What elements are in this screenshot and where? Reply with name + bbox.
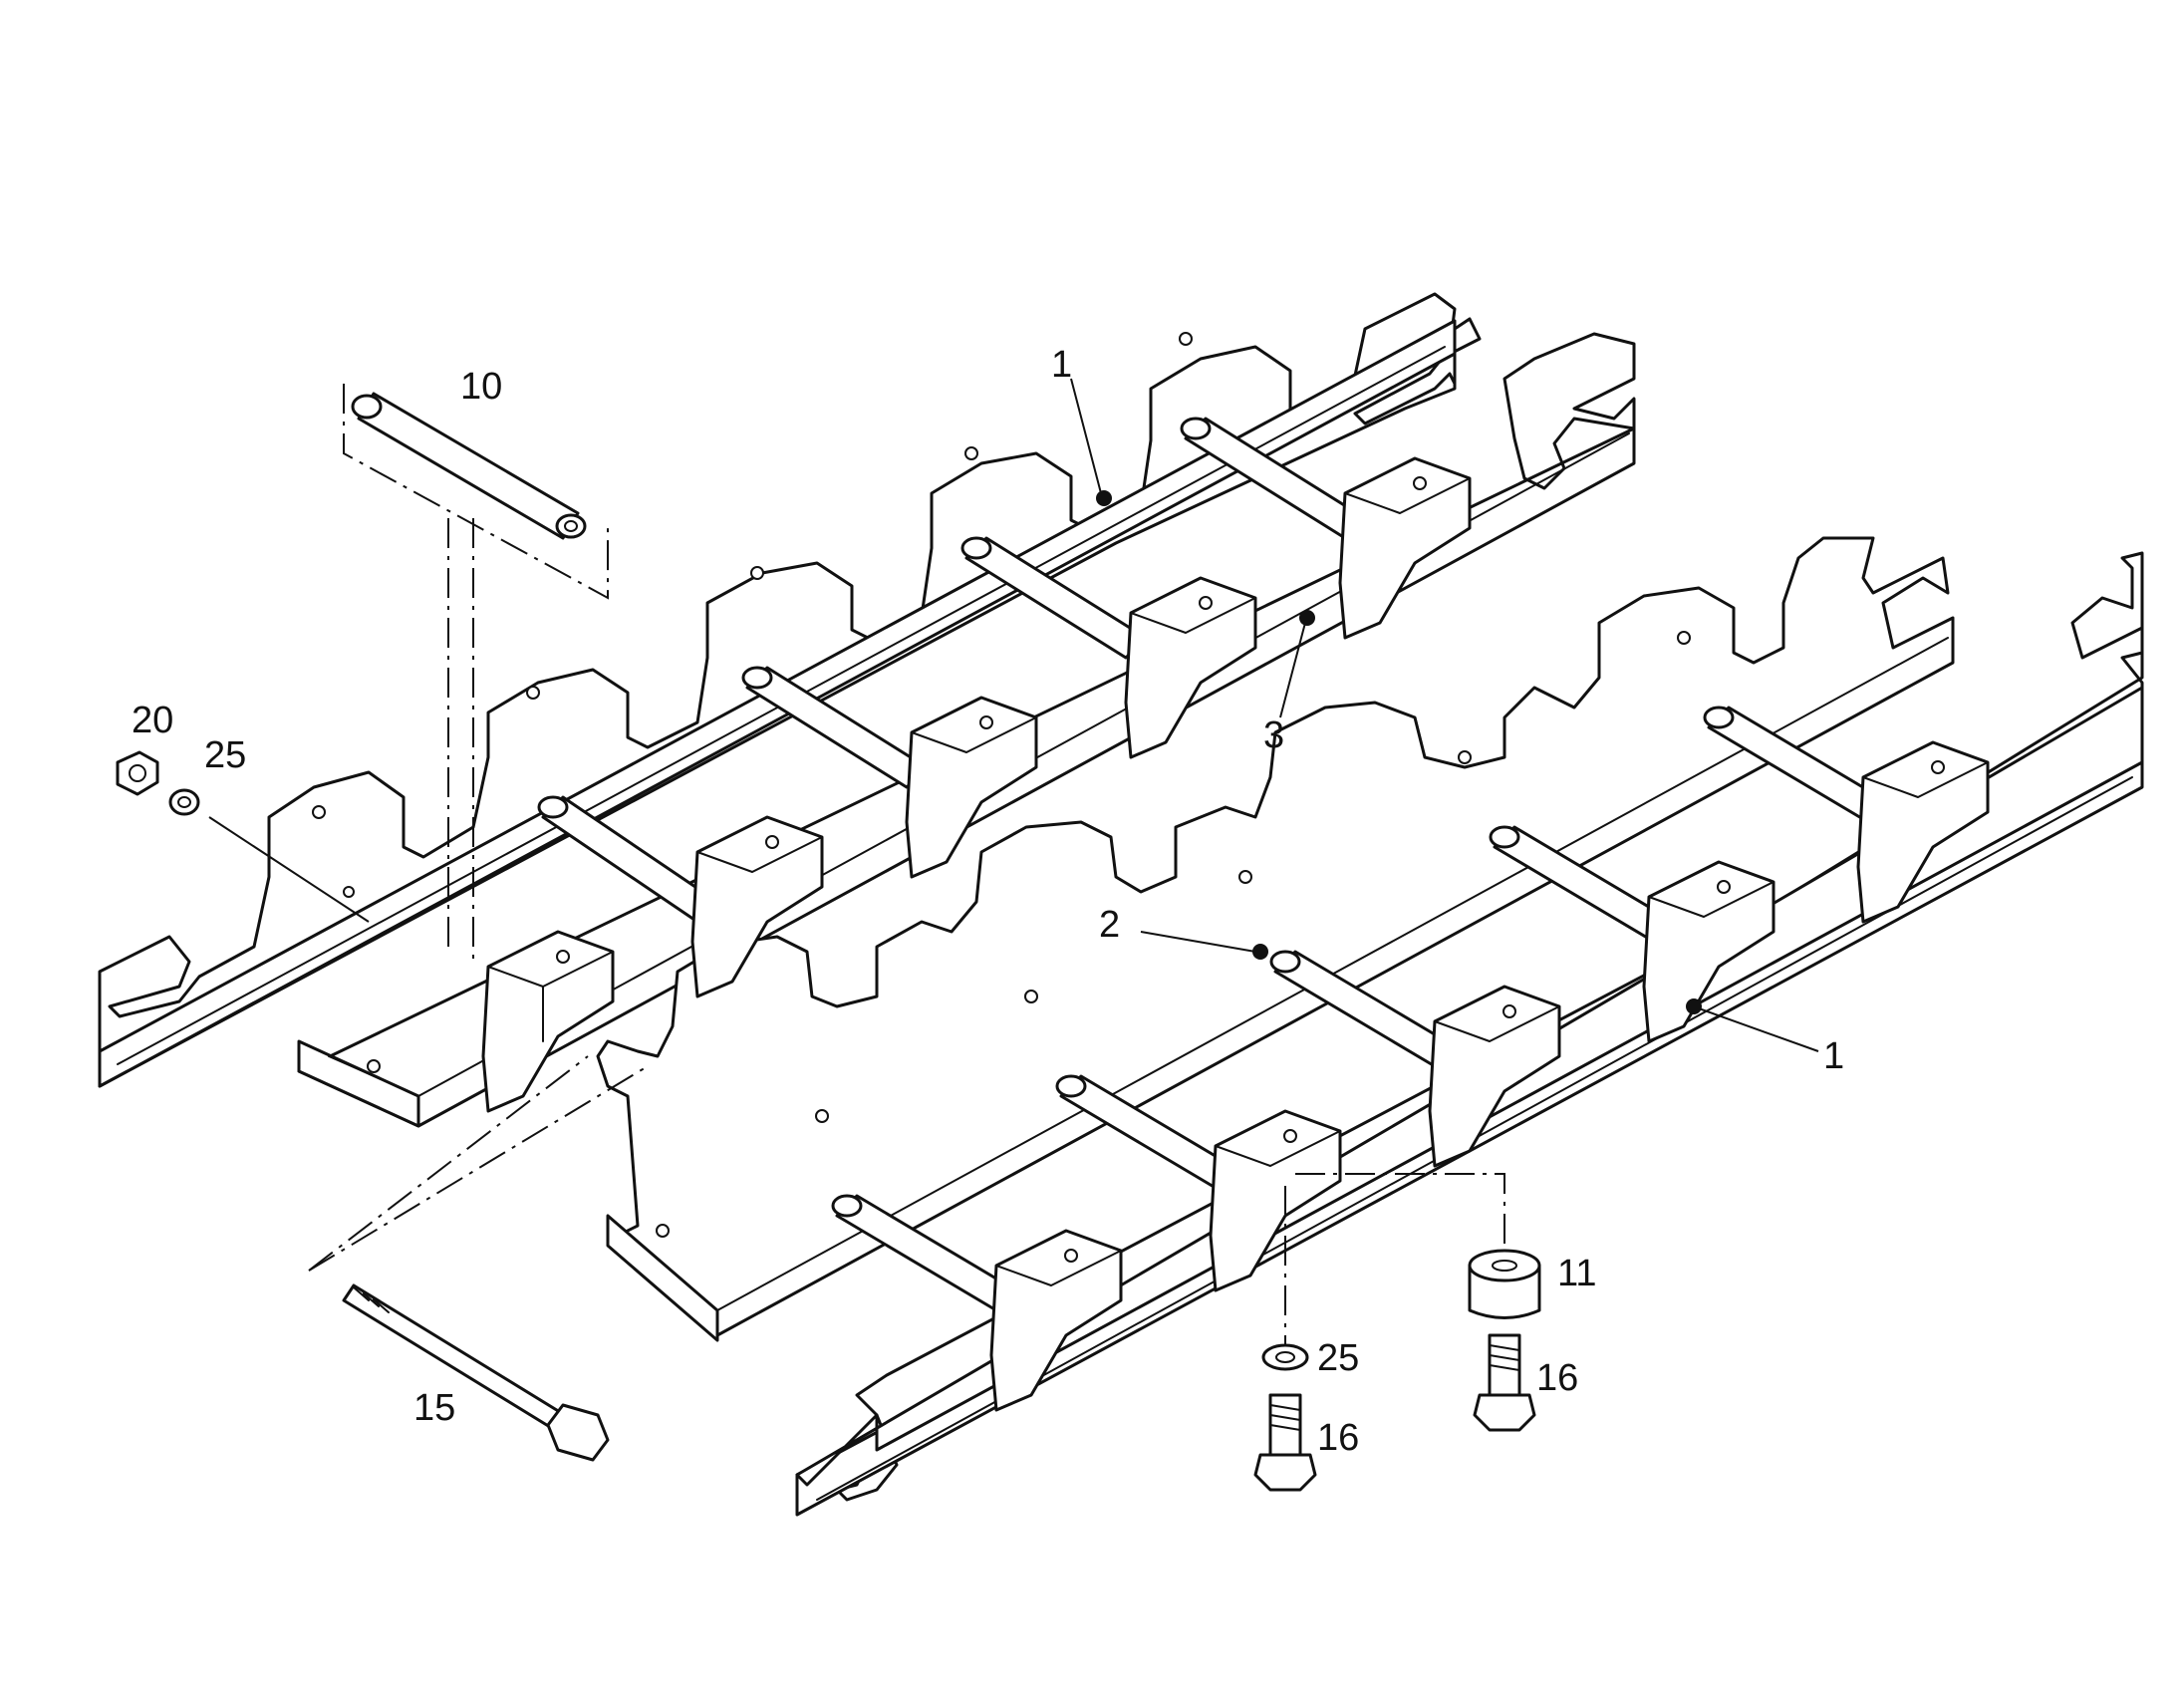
callout-25-bottom: 25 bbox=[1317, 1337, 1359, 1379]
part-15-bolt bbox=[308, 1055, 649, 1462]
callout-2: 2 bbox=[1099, 904, 1120, 946]
callout-1-right: 1 bbox=[1823, 1035, 1844, 1077]
flange-holes bbox=[312, 332, 1691, 1238]
leader-lines bbox=[1070, 378, 1819, 1052]
washer-leader-left bbox=[208, 816, 370, 923]
part-16-bolt-right bbox=[1473, 1333, 1536, 1432]
callout-1-top: 1 bbox=[1051, 344, 1072, 386]
callout-16-right: 16 bbox=[1536, 1357, 1578, 1399]
cross-tubes-right bbox=[831, 706, 1890, 1312]
part-20-nut bbox=[116, 750, 159, 796]
part-25-washer-left bbox=[168, 788, 200, 816]
callout-10: 10 bbox=[460, 366, 502, 408]
callout-11: 11 bbox=[1557, 1253, 1596, 1294]
brackets-right bbox=[989, 740, 1990, 1412]
callout-20: 20 bbox=[132, 700, 173, 741]
callout-3: 3 bbox=[1263, 714, 1284, 756]
brackets-left bbox=[481, 456, 1472, 1113]
part-25-washer-bottom bbox=[1261, 1186, 1309, 1371]
callout-16-left: 16 bbox=[1317, 1417, 1359, 1459]
callout-25-left: 25 bbox=[204, 734, 246, 776]
callout-15: 15 bbox=[413, 1387, 455, 1429]
rail-right-inner bbox=[596, 536, 1955, 1342]
part-11-spacer bbox=[1295, 1173, 1541, 1319]
part-10-tube bbox=[343, 384, 609, 967]
part-16-bolt-left bbox=[1253, 1393, 1317, 1492]
